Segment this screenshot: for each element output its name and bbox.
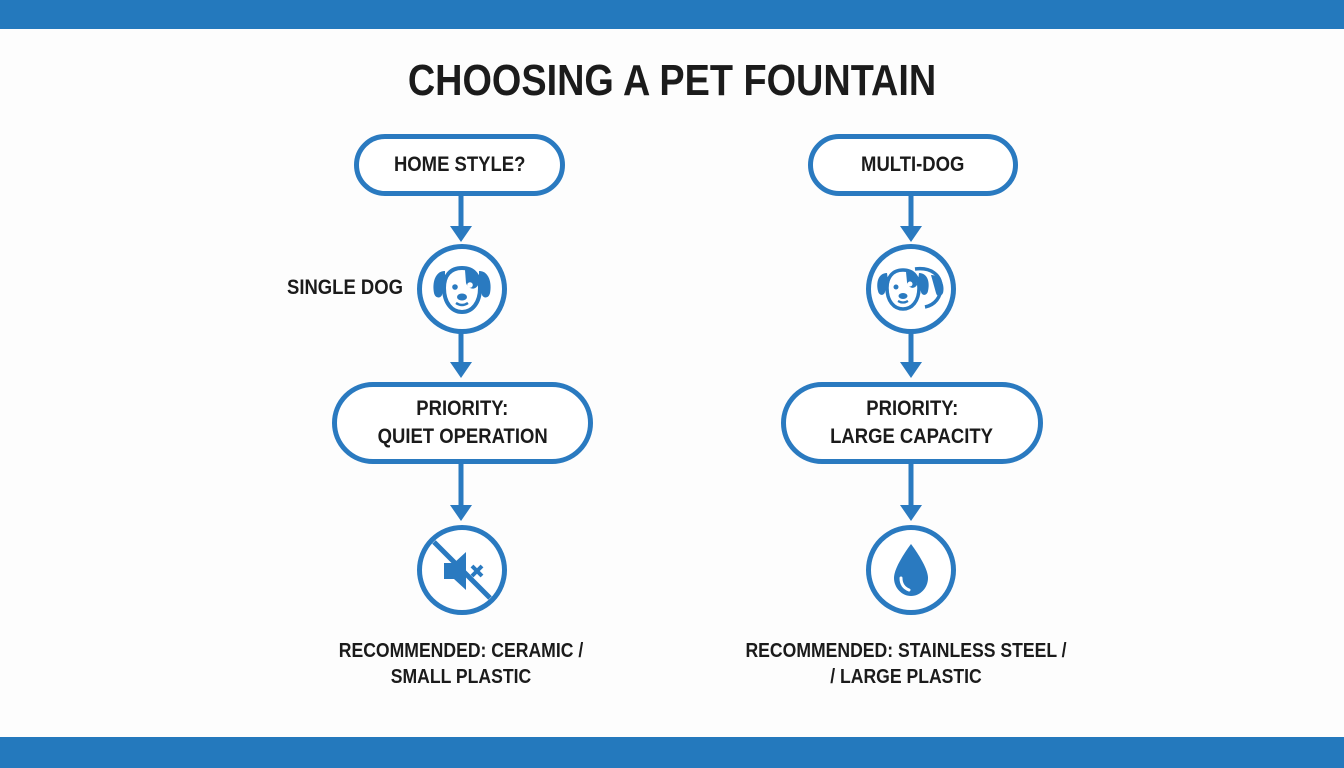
recommendation-left: RECOMMENDED: CERAMIC / SMALL PLASTIC [338,640,584,688]
water-drop-icon [894,544,928,596]
arrow-down-icon [900,362,922,378]
recommendation-right: RECOMMENDED: STAINLESS STEEL / / LARGE P… [745,640,1067,688]
bottom-banner-bar [0,737,1344,768]
multi-dog-node [866,244,956,334]
arrow-down-icon [450,505,472,521]
priority-node-quiet: PRIORITY: QUIET OPERATION [332,382,593,464]
top-banner-bar [0,0,1344,29]
two-dogs-icon [877,266,944,311]
muted-speaker-prohibited-icon [432,540,492,600]
arrow-down-icon [450,226,472,242]
quiet-node [417,525,507,615]
single-dog-node [417,244,507,334]
arrow-down-icon [450,362,472,378]
page-title: CHOOSING A PET FOUNTAIN [407,56,937,105]
capacity-node [866,525,956,615]
question-text: MULTI-DOG [861,153,965,176]
priority-node-capacity: PRIORITY: LARGE CAPACITY [781,382,1043,464]
arrow-down-icon [900,226,922,242]
question-node-home-style: HOME STYLE? [354,134,565,196]
dog-face-icon [433,265,491,315]
branch-label-single-dog: SINGLE DOG [287,276,404,299]
arrow-down-icon [900,505,922,521]
question-text: HOME STYLE? [393,153,526,176]
question-node-multi-dog: MULTI-DOG [808,134,1018,196]
